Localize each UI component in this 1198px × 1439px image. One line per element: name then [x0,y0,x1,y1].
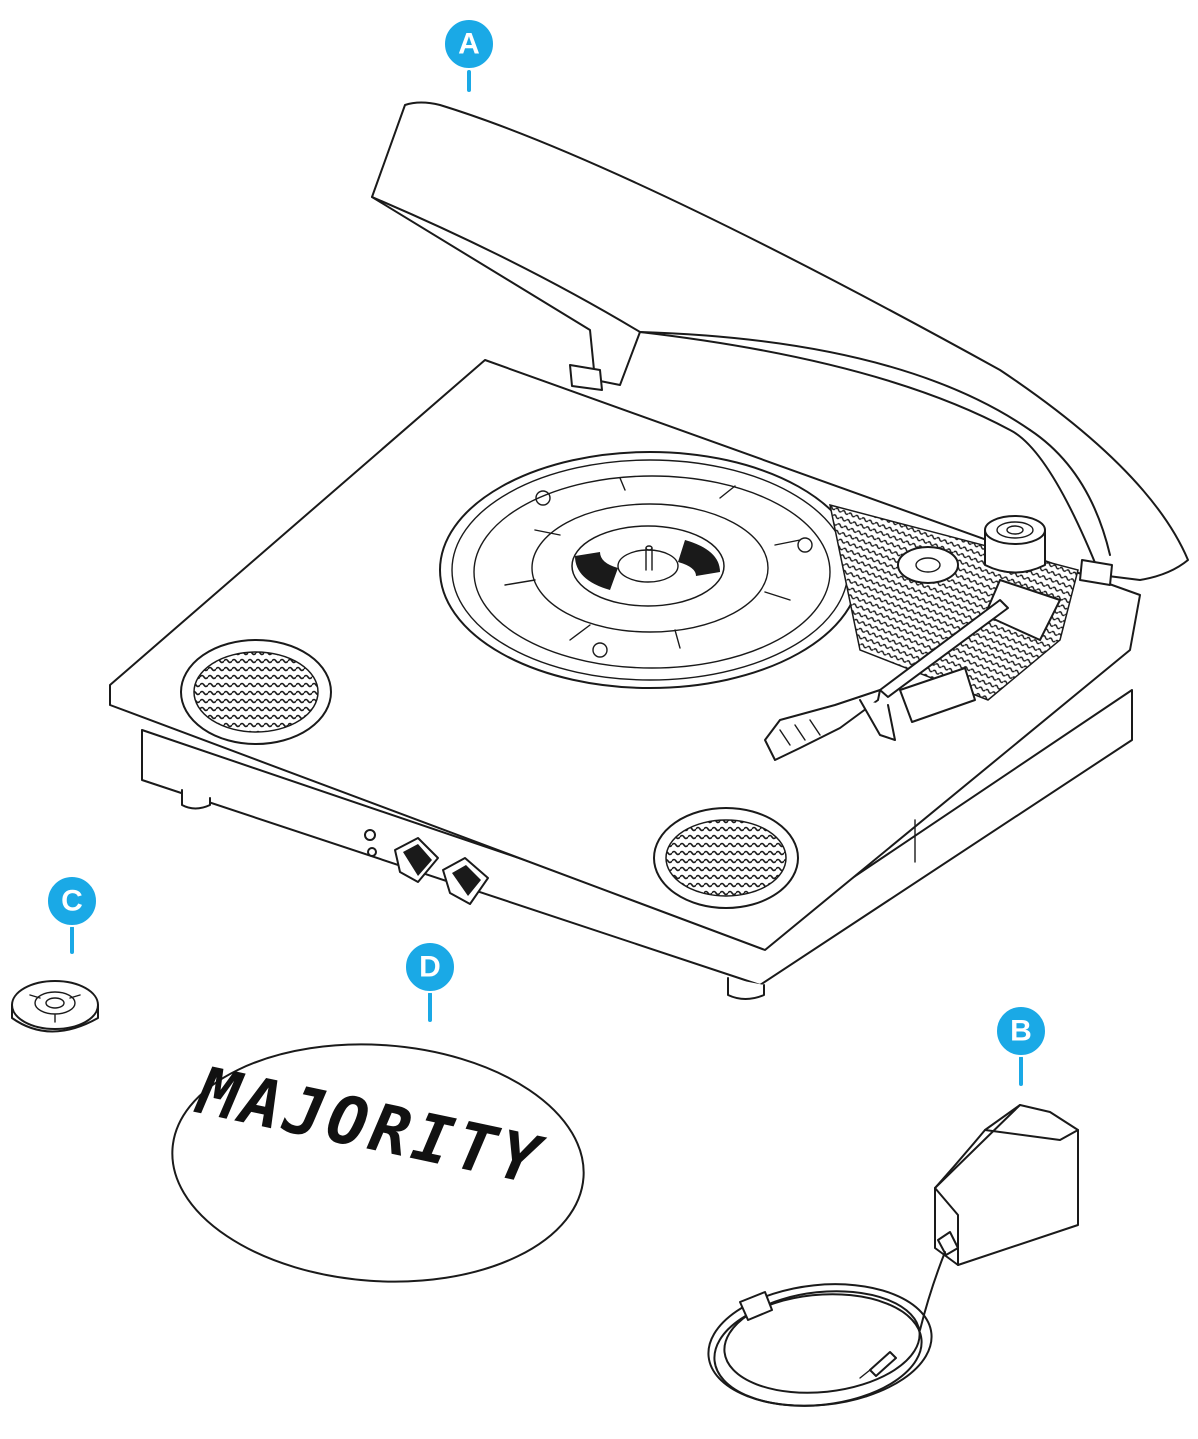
right-speaker [653,807,799,909]
callout-a-label: A [458,28,480,61]
callout-a: A [443,18,495,92]
dust-cover-lid [371,101,1189,586]
slipmat: MAJORITY [171,1043,585,1283]
adapter-45rpm [11,980,99,1033]
callout-d: D [404,941,456,1022]
callout-c-label: C [61,885,83,918]
left-speaker [180,639,332,745]
callout-c: C [46,875,98,954]
tonearm [764,515,1061,761]
front-control-knobs [364,829,489,905]
callout-b-label: B [1010,1015,1032,1048]
power-adapter [707,1104,1079,1407]
callout-d-label: D [419,951,441,984]
callout-b: B [995,1005,1047,1086]
platter [439,451,861,689]
